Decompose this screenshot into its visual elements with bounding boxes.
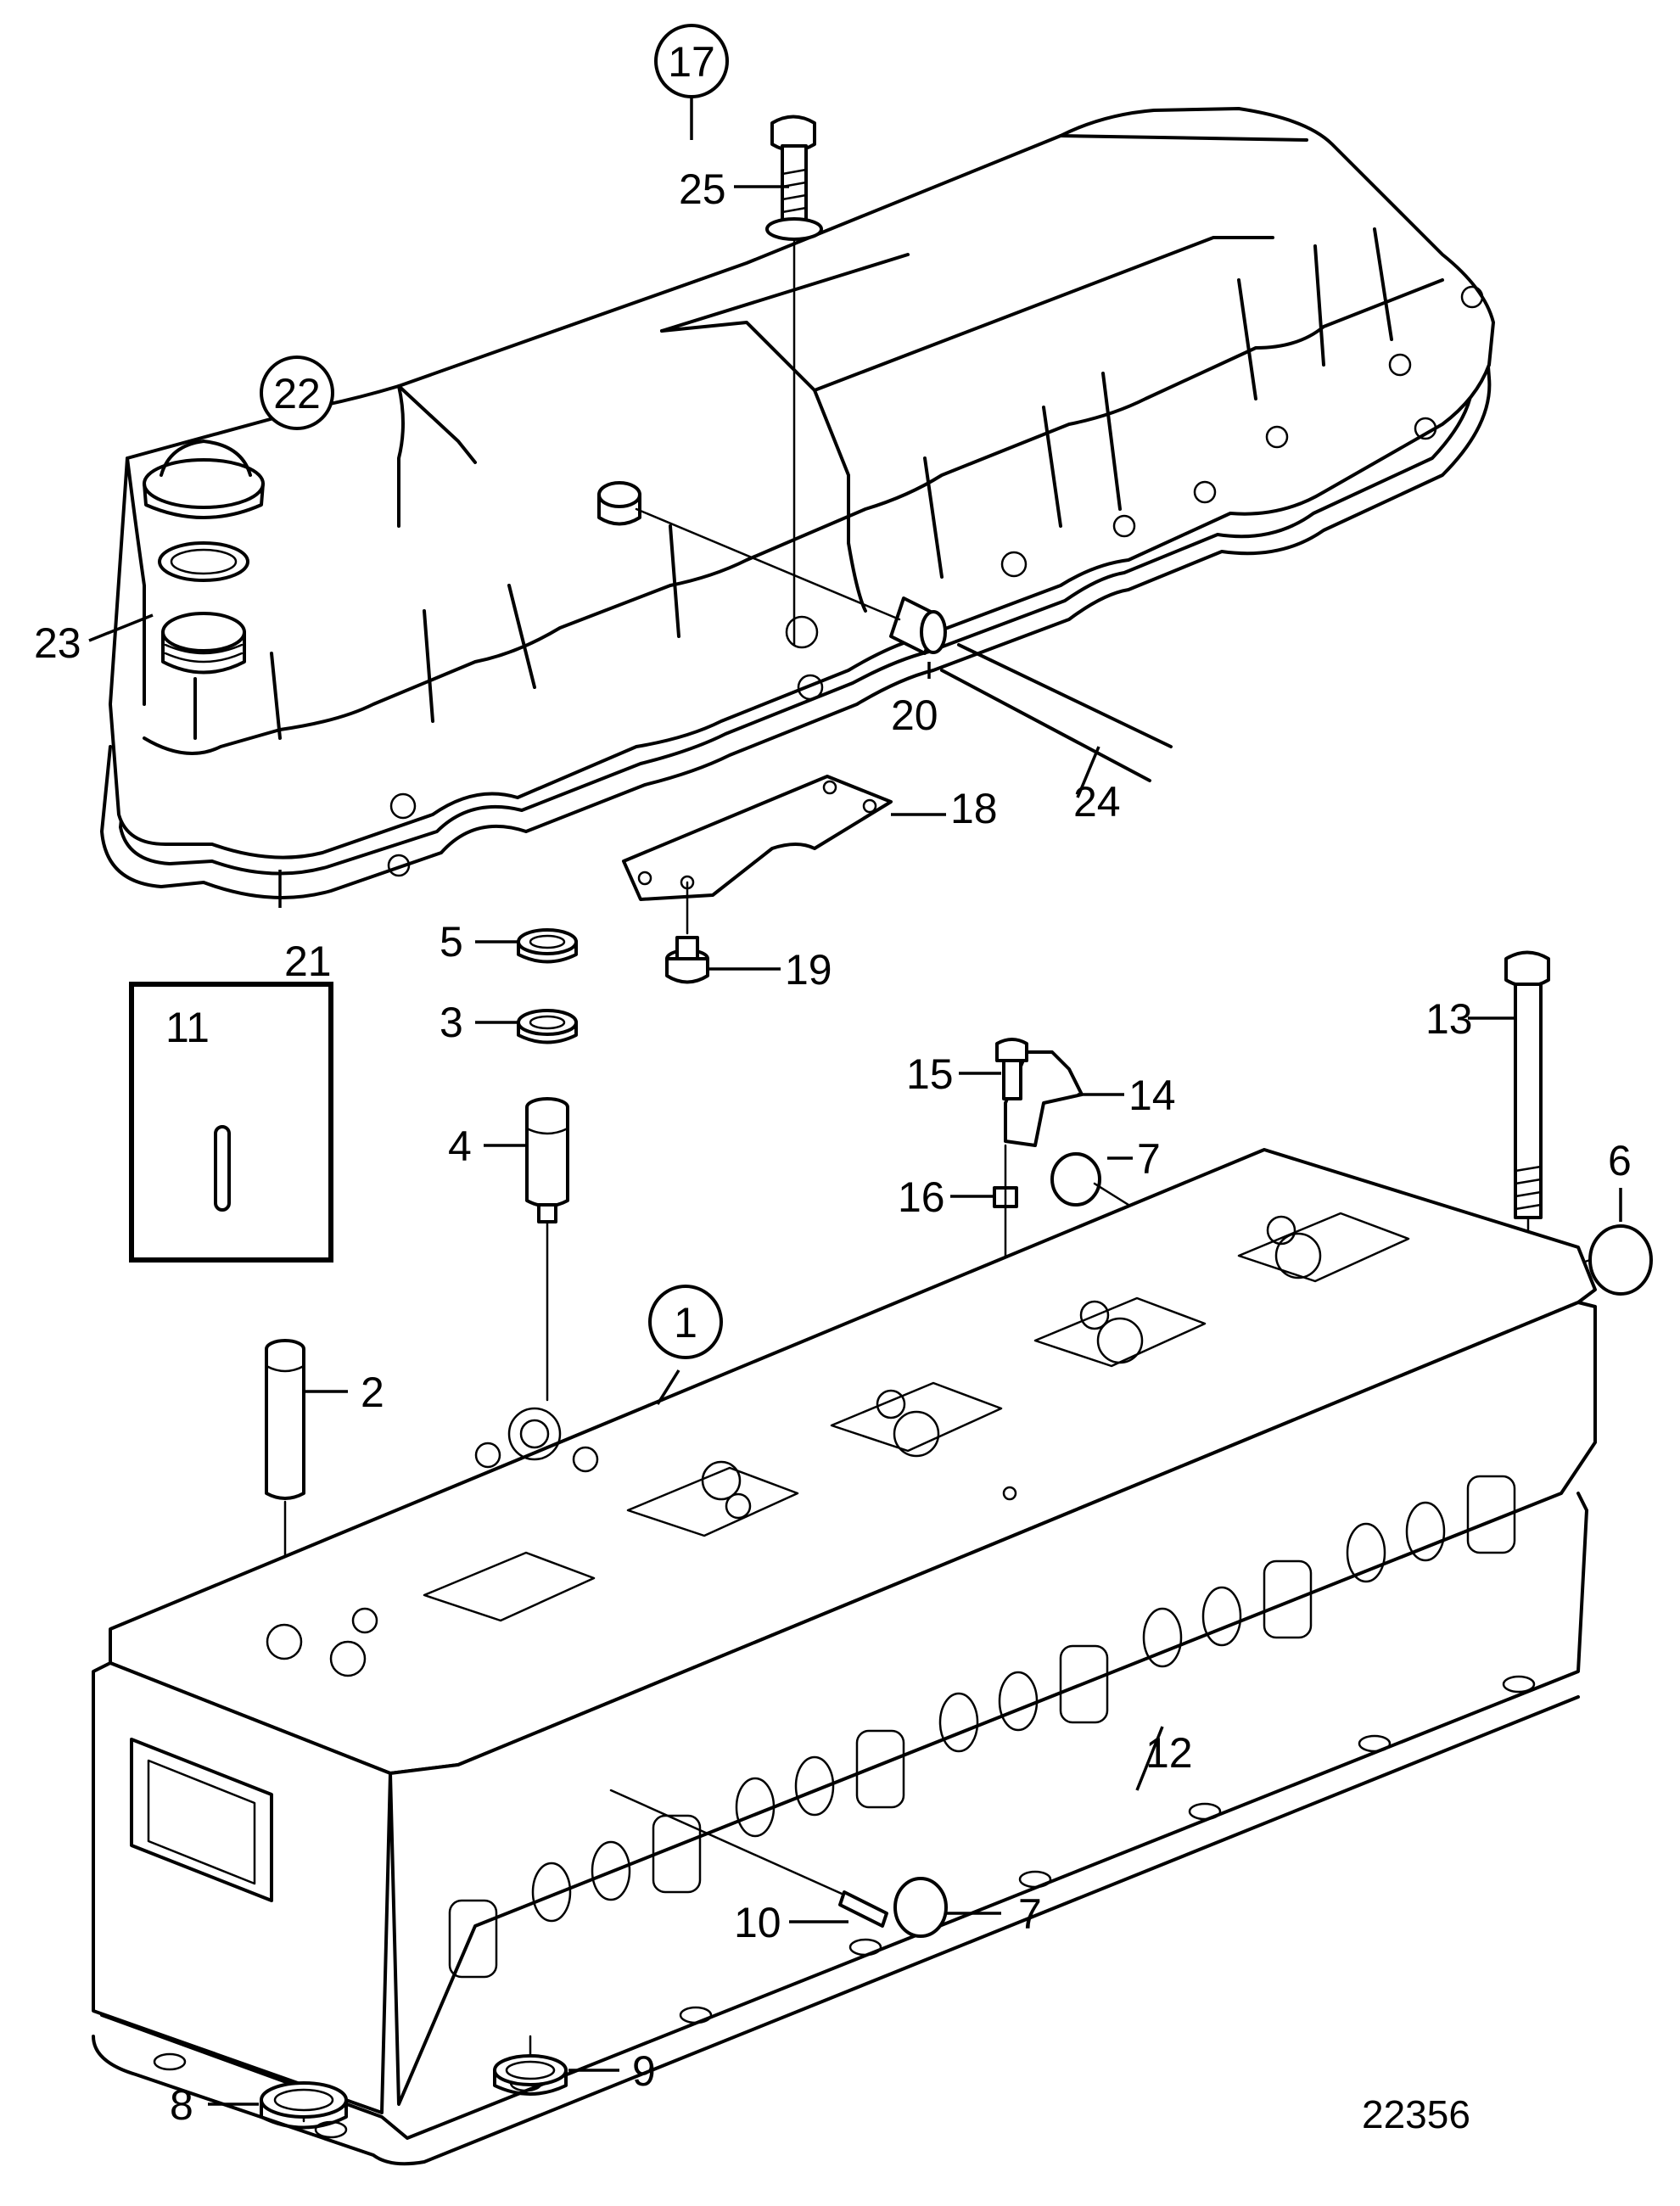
label-4: 4 [448,1123,472,1170]
part-labels: 25 23 20 24 18 21 5 19 3 13 11 15 14 4 7… [34,165,1632,2136]
plug-lower [893,1877,948,1938]
label-25: 25 [679,165,726,213]
label-14: 14 [1128,1072,1176,1119]
callout-17: 17 [654,24,729,98]
label-16: 16 [898,1173,945,1221]
gasket-holes [153,1675,1536,2139]
svg-text:22: 22 [273,370,321,417]
label-13: 13 [1425,995,1473,1043]
callout-1: 1 [648,1285,723,1359]
seal-ring-8 [260,2081,348,2130]
cylinder-head [92,1148,1597,2166]
label-8: 8 [170,2081,193,2129]
label-20: 20 [891,691,938,739]
label-15: 15 [906,1050,954,1098]
label-18: 18 [950,785,998,832]
label-5: 5 [440,918,463,966]
injector-sleeve-stack [517,928,578,1402]
plate-screw [665,936,709,984]
dowel-pin [609,1789,888,1928]
label-3: 3 [440,999,463,1046]
label-9: 9 [632,2047,656,2095]
label-23: 23 [34,619,81,667]
intake-ports [448,1475,1516,1979]
svg-text:1: 1 [674,1299,697,1347]
label-24: 24 [1073,778,1121,826]
label-7-upper: 7 [1137,1135,1161,1183]
guide-sleeve [265,1339,305,1639]
pin-inset-box [129,982,333,1263]
label-10: 10 [734,1899,781,1946]
valve-cover [100,107,1495,899]
callout-22: 22 [260,356,334,430]
label-7-lower: 7 [1018,1890,1042,1938]
label-6: 6 [1608,1137,1632,1184]
label-12: 12 [1145,1729,1193,1777]
label-2: 2 [361,1369,384,1416]
leader-lines [88,70,1622,2106]
filler-seal [158,541,249,582]
seal-ring-9 [493,2035,568,2096]
head-bolt [1504,950,1550,1266]
label-21: 21 [284,938,332,985]
svg-text:17: 17 [668,38,715,86]
plug-upper [1050,1152,1130,1207]
label-11: 11 [165,1004,210,1051]
breather-pipe [635,507,1173,782]
valve-seats [266,1215,1322,1677]
cover-plate [622,775,893,935]
filler-cap [143,440,265,519]
cover-bolt [765,115,823,647]
figure-number: 22356 [1362,2092,1470,2136]
label-19: 19 [785,946,832,994]
